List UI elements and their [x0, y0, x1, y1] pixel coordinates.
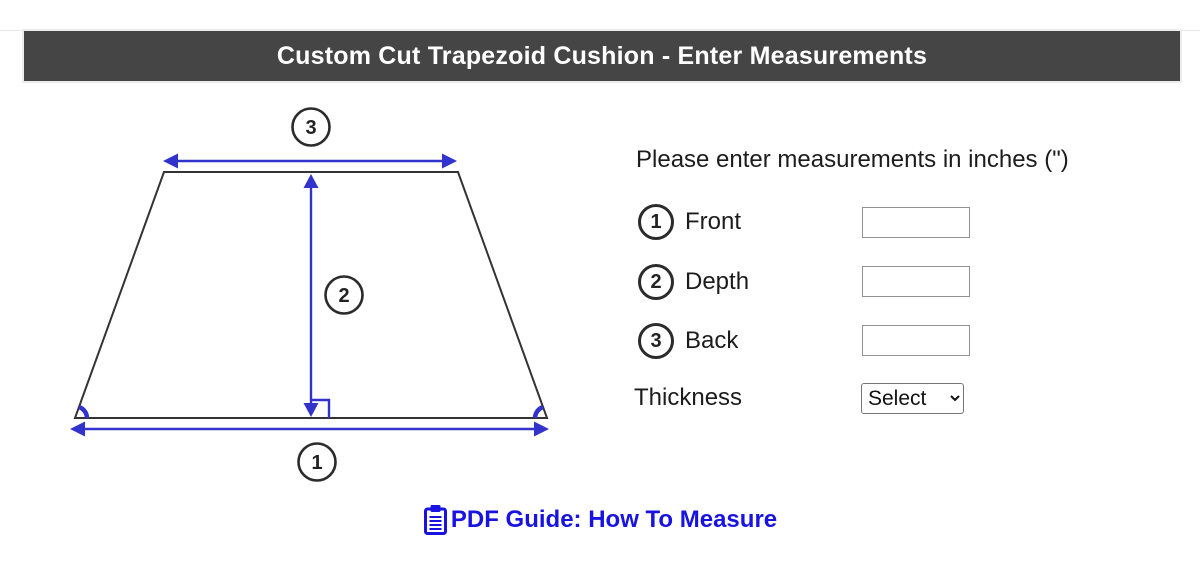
- left-corner-angle-arc: [78, 404, 90, 419]
- back-label: Back: [685, 327, 739, 354]
- pdf-guide-link[interactable]: PDF Guide: How To Measure: [0, 504, 1200, 536]
- pdf-guide-link-text: PDF Guide: How To Measure: [450, 506, 778, 533]
- front-number: 1: [650, 210, 662, 233]
- depth-number-badge: 2: [638, 264, 674, 300]
- depth-number: 2: [650, 270, 662, 293]
- top-divider: [0, 30, 1200, 31]
- back-arrowhead-right: [442, 153, 457, 169]
- right-angle-marker: [311, 398, 331, 418]
- page-title: Custom Cut Trapezoid Cushion - Enter Mea…: [276, 41, 928, 70]
- measurement-instruction: Please enter measurements in inches ("): [636, 146, 1069, 173]
- front-label-group: 1 Front: [638, 204, 741, 240]
- depth-label: Depth: [685, 268, 750, 295]
- callout-number-3: 3: [305, 117, 316, 139]
- callout-number-1: 1: [311, 452, 322, 474]
- thickness-select[interactable]: Select: [861, 383, 964, 414]
- callout-circle-2: [324, 275, 364, 315]
- front-input[interactable]: [862, 207, 970, 238]
- front-number-badge: 1: [638, 204, 674, 240]
- depth-arrowhead-top: [303, 174, 319, 188]
- back-number: 3: [650, 329, 662, 352]
- back-label-group: 3 Back: [638, 323, 738, 359]
- front-label: Front: [685, 208, 742, 235]
- depth-input[interactable]: [862, 266, 970, 297]
- back-number-badge: 3: [638, 323, 674, 359]
- depth-arrowhead-bottom: [303, 403, 319, 417]
- callout-number-2: 2: [338, 285, 349, 307]
- trapezoid-diagram: 3 2 1: [70, 107, 549, 482]
- callout-circle-3: [291, 107, 331, 147]
- title-bar: Custom Cut Trapezoid Cushion - Enter Mea…: [24, 31, 1180, 81]
- right-corner-angle-arc: [532, 404, 544, 419]
- depth-label-group: 2 Depth: [638, 264, 749, 300]
- back-input[interactable]: [862, 325, 970, 356]
- front-arrowhead-right: [534, 421, 549, 437]
- clipboard-icon: [423, 505, 447, 535]
- back-arrowhead-left: [163, 153, 178, 169]
- trapezoid-outline: [73, 171, 549, 419]
- thickness-label: Thickness: [634, 384, 743, 411]
- front-arrowhead-left: [70, 421, 85, 437]
- callout-circle-1: [297, 442, 337, 482]
